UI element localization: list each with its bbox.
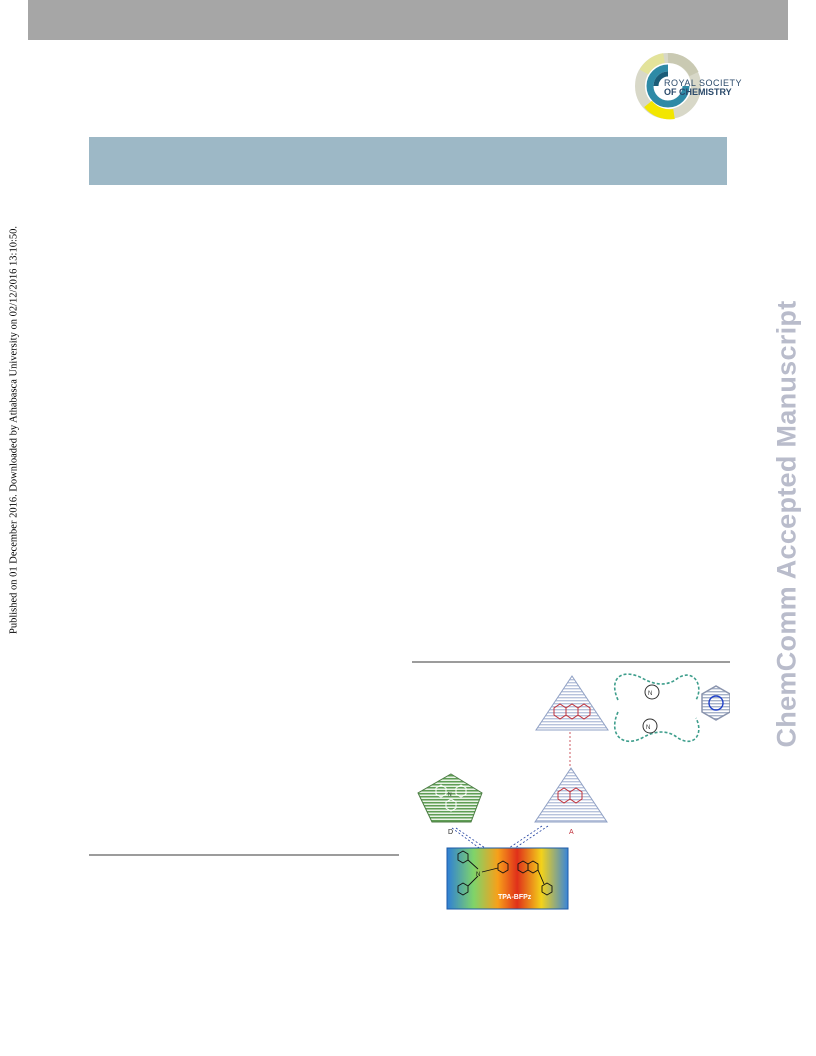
svg-text:N: N	[476, 872, 480, 878]
download-stamp-text: Published on 01 December 2016. Downloade…	[8, 226, 20, 634]
svg-text:N: N	[448, 792, 452, 798]
logo-line-2: OF CHEMISTRY	[664, 87, 732, 97]
top-bar	[28, 0, 788, 40]
acceptor-triangle-lower	[534, 767, 608, 823]
graphical-abstract-figure: A N D N N	[417, 673, 730, 910]
diamine-ring	[701, 685, 730, 721]
product-label: TPA-BFPz	[498, 894, 532, 901]
amine-reagent-upper: N	[644, 684, 660, 700]
rsc-logo-icon	[635, 53, 701, 120]
svg-text:N: N	[648, 691, 652, 697]
column-bottom-rule	[89, 854, 399, 856]
reagent-scheme	[613, 673, 700, 743]
logo-line-1: ROYAL SOCIETY	[664, 78, 743, 88]
watermark-text: ChemComm Accepted Manuscript	[771, 300, 802, 748]
rsc-logo-text: ROYAL SOCIETY OF CHEMISTRY	[664, 79, 742, 97]
amine-reagent-lower: N	[642, 718, 658, 734]
svg-text:N: N	[646, 725, 650, 731]
donor-pentagon: N	[417, 773, 483, 823]
donor-label: D	[448, 829, 453, 836]
acceptor-triangle-upper	[535, 675, 609, 731]
connector-lines	[451, 825, 549, 851]
figure-top-rule	[412, 661, 730, 663]
article-header-band	[89, 137, 727, 185]
acceptor-label: A	[569, 829, 574, 836]
product-molecule-box: N TPA-BFPz	[446, 847, 569, 910]
